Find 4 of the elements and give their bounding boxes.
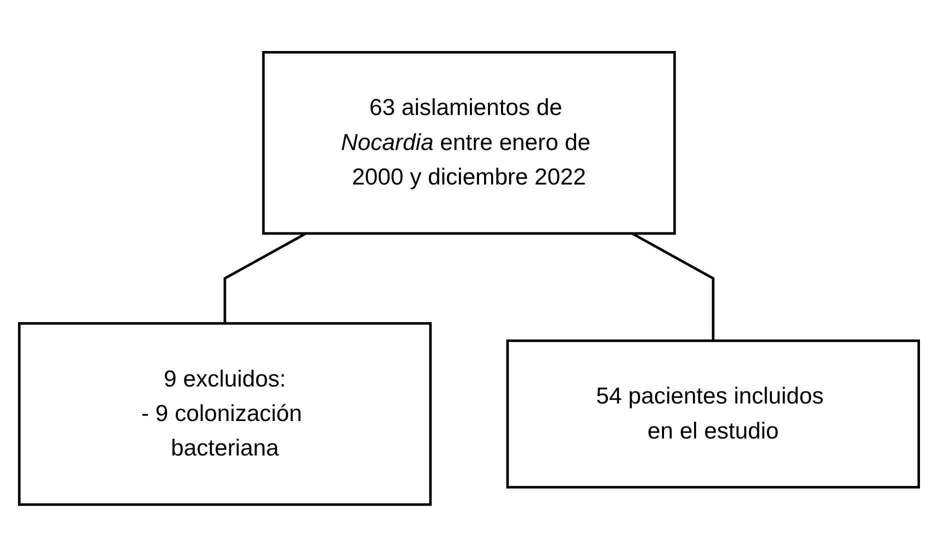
node-box [506, 340, 920, 489]
node-box [262, 51, 676, 235]
flowchart: 63 aislamientos de Nocardia entre enero de 2000 y diciembre 2022 9 excluidos: - 9 colonización bacteriana 54 pacientes incluidos en el estudio [9, 42, 929, 515]
node-box [18, 322, 432, 506]
